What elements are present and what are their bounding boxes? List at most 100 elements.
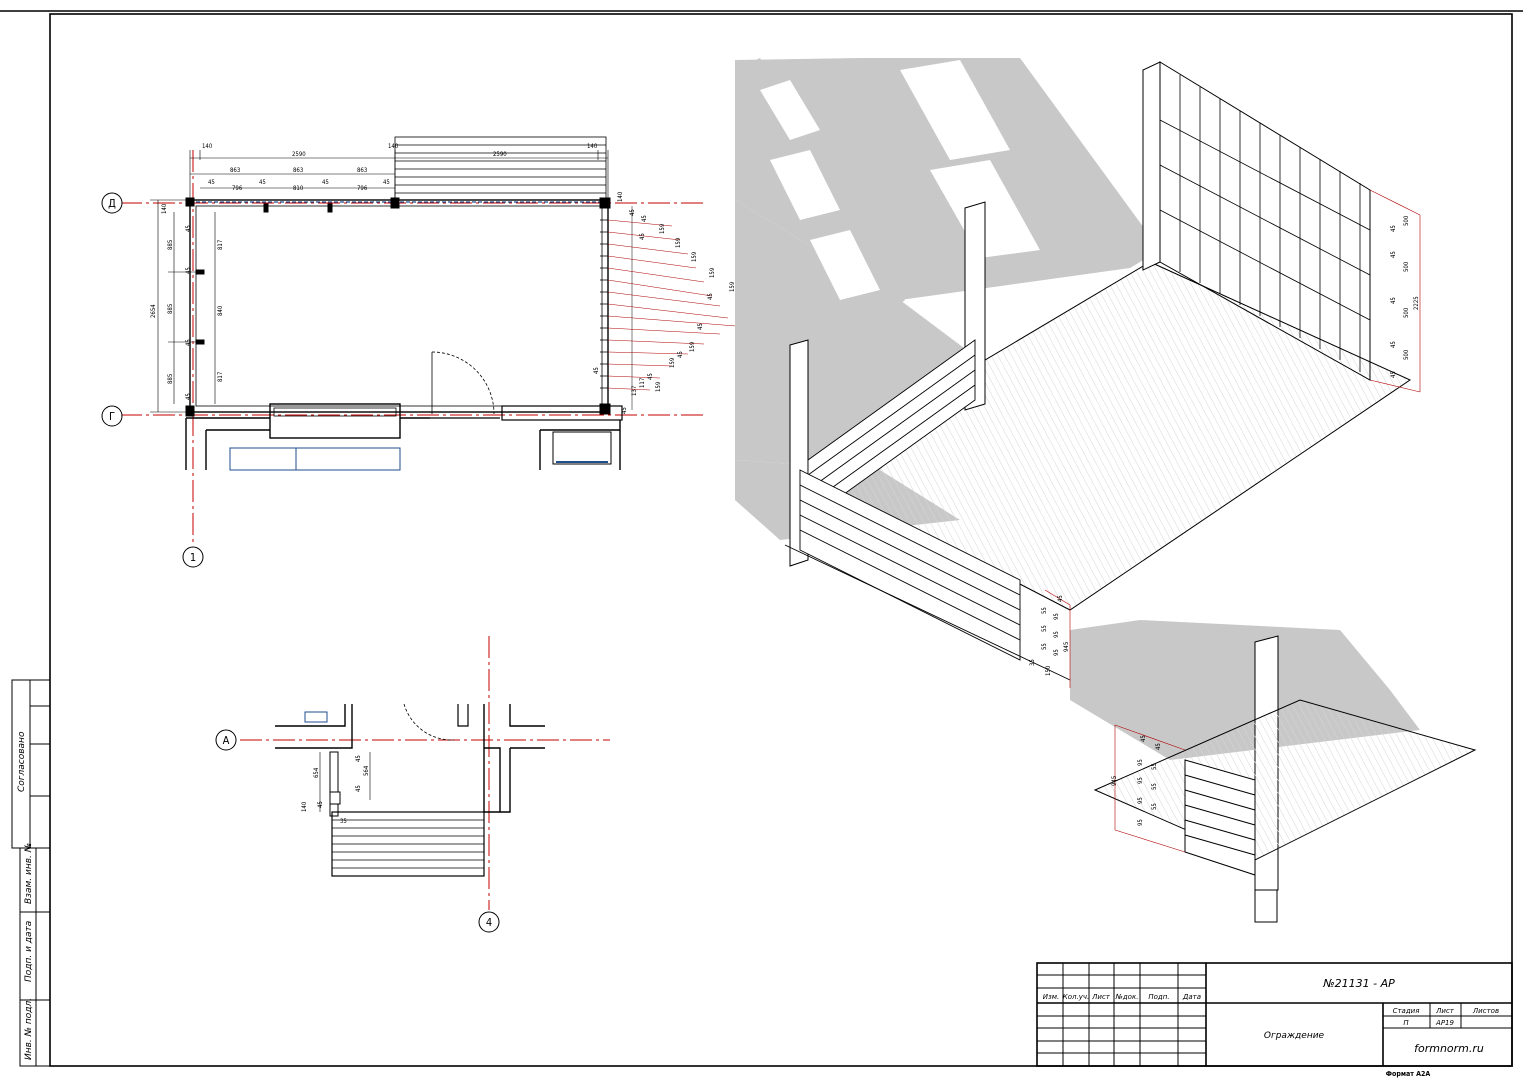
dim-text: 159 (659, 223, 666, 234)
dim-text: 95 (1137, 797, 1144, 804)
plan-dimensions-left (150, 199, 216, 413)
dim-text: 810 (293, 185, 304, 192)
dim-text: 945 (1063, 642, 1070, 652)
dim-text: 45 (639, 233, 646, 240)
dim-text: 945 (1111, 776, 1118, 786)
stage-value: П (1403, 1019, 1409, 1027)
doc-number: №21131 - АР (1322, 977, 1395, 990)
side-stamp-labels: Согласовано Взам. инв. № Подп. и дата Ин… (17, 731, 34, 1060)
dim-text: 140 (617, 191, 624, 202)
dim-text: 2654 (150, 304, 157, 318)
dim-text: 500 (1403, 215, 1410, 226)
dim-text: 45 (355, 785, 362, 792)
dim-text: 55 (1041, 607, 1048, 614)
dim-text: 863 (293, 167, 303, 174)
dim-text: 45 (629, 209, 636, 216)
dim-text: 140 (301, 801, 308, 812)
podp-label: Подп. и дата (24, 921, 34, 982)
dim-text: 45 (208, 179, 215, 186)
plan-dim-labels-left: 140 2654 885 885 885 45 45 45 45 817 840… (150, 203, 224, 400)
dim-text: 817 (217, 240, 224, 250)
dim-text: 140 (161, 203, 168, 214)
iso-small-deck (1093, 699, 1477, 923)
dim-text: 159 (691, 251, 698, 262)
header-izm: Изм. (1043, 993, 1059, 1001)
dim-text: 95 (1137, 759, 1144, 766)
sheet-value: АР19 (1435, 1019, 1454, 1027)
dim-text: 45 (707, 293, 714, 300)
dim-text: 55 (1151, 803, 1158, 810)
dim-text: 35 (1029, 659, 1036, 666)
dim-text: 45 (259, 179, 266, 186)
header-data: Дата (1182, 993, 1201, 1001)
dim-text: 140 (388, 143, 399, 150)
axis-label-G: Г (109, 410, 115, 423)
axis-label-4: 4 (486, 916, 492, 929)
dim-text: 159 (689, 341, 696, 352)
axis-label-1: 1 (190, 551, 196, 564)
dim-text: 45 (641, 215, 648, 222)
sheet-label: Лист (1435, 1007, 1455, 1015)
dim-text: 35 (340, 818, 347, 825)
axis-bubble-4: 4 (478, 911, 500, 933)
dim-text: 45 (383, 179, 390, 186)
stage-label: Стадия (1393, 1007, 1420, 1015)
agreed-label: Согласовано (17, 731, 27, 792)
dim-text: 45 (1390, 341, 1397, 348)
axis-label-D: Д (108, 197, 116, 210)
dim-text: 45 (1155, 743, 1162, 750)
axis-bubble-D: Д (101, 192, 123, 214)
plan-enclosure (185, 197, 611, 417)
dim-text: 2590 (292, 151, 306, 158)
dim-text: 95 (1053, 649, 1060, 656)
side-stamp (11, 679, 51, 1067)
dim-text: 45 (621, 407, 628, 414)
header-list: Лист (1091, 993, 1111, 1001)
inv-label: Инв. № подл. (24, 998, 34, 1060)
dim-text: 95 (1053, 631, 1060, 638)
plan-top-bench (394, 136, 607, 201)
axis-bubble-A: А (215, 729, 237, 751)
dim-text: 45 (1390, 225, 1397, 232)
vzam-label: Взам. инв. № (24, 843, 34, 904)
dim-text: 55 (1151, 763, 1158, 770)
dim-text: 55 (1151, 783, 1158, 790)
axis-bubble-G: Г (101, 405, 123, 427)
plan-building-wall (185, 403, 623, 471)
dim-text: 140 (587, 143, 598, 150)
plan-dimensions-right (607, 206, 737, 410)
iso-dim-labels-rail: 45 55 55 55 95 95 95 945 35 150 (1029, 595, 1070, 676)
dim-text: 45 (185, 225, 192, 232)
dim-text: 500 (1403, 261, 1410, 272)
dim-text: 45 (1390, 297, 1397, 304)
dim-text: 45 (185, 339, 192, 346)
plan-dim-labels-top: 140 2590 140 2590 140 863 863 863 45 796… (202, 143, 598, 192)
dim-text: 159 (669, 357, 676, 368)
sheet-title: Ограждение (1264, 1031, 1325, 1041)
iso-dimension-lines (1044, 189, 1421, 853)
dim-text: 500 (1403, 307, 1410, 318)
iso-dim-labels-trellis: 45 45 45 45 45 500 500 500 500 2225 (1390, 215, 1420, 378)
lower-axis-lines (240, 636, 610, 910)
lower-detail-view: А 4 654 564 45 (215, 636, 610, 933)
header-podp: Подп. (1148, 993, 1169, 1001)
plan-view: Д Г 1 (101, 136, 744, 568)
dim-text: 55 (1041, 625, 1048, 632)
dim-text: 796 (357, 185, 368, 192)
dim-text: 654 (313, 767, 320, 778)
dim-text: 885 (167, 240, 174, 250)
plan-dimensions-top (189, 150, 609, 200)
dim-text: 159 (655, 381, 662, 392)
dim-text: 796 (232, 185, 243, 192)
axis-bubble-1: 1 (182, 546, 204, 568)
dim-text: 885 (167, 304, 174, 314)
header-ndok: №док. (1115, 993, 1139, 1001)
header-kolvo: Кол.уч. (1063, 993, 1089, 1001)
dim-text: 159 (729, 281, 736, 292)
title-block (1036, 962, 1513, 1067)
company-name: formnorm.ru (1414, 1042, 1484, 1055)
iso-trellis (1142, 61, 1371, 381)
dim-text: 840 (217, 305, 224, 316)
format-label: Формат А2А (1386, 1070, 1431, 1078)
dim-text: 45 (185, 267, 192, 274)
